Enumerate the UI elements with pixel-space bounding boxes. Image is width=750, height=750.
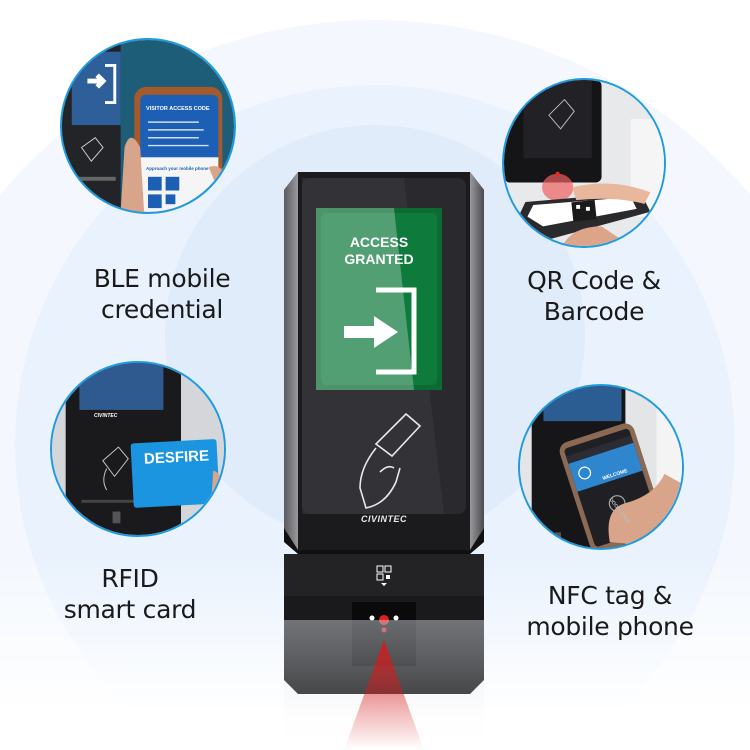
nfc-label-line2: mobile phone (526, 612, 694, 641)
qr-label-line2: Barcode (543, 297, 645, 326)
access-control-reader-device (284, 172, 484, 697)
ble-label-line1: BLE mobile (93, 264, 231, 293)
ble-label: BLE mobile credential (62, 263, 262, 325)
screen-title-line2: GRANTED (344, 251, 414, 267)
rfid-card-illustration (52, 363, 224, 535)
nfc-label-line1: NFC tag & (547, 581, 673, 610)
screen-access-granted: ACCESS GRANTED (316, 234, 442, 268)
ble-feature-image: VISITOR ACCESS CODE Approach your mobile… (60, 38, 236, 214)
qr-feature-image (502, 78, 666, 248)
door-enter-arrow-icon (344, 287, 417, 375)
ble-phone-illustration (62, 40, 234, 212)
qr-scan-illustration (504, 80, 664, 246)
rfid-label-line1: RFID (101, 564, 159, 593)
qr-scan-icon (376, 565, 392, 586)
qr-label: QR Code & Barcode (494, 265, 694, 327)
nfc-label: NFC tag & mobile phone (505, 580, 715, 642)
nfc-phone-illustration (520, 386, 682, 548)
desfire-card-text: DESFIRE (143, 447, 210, 468)
ble-label-line2: credential (101, 295, 223, 324)
rfid-reader-brand: CIVINTEC (94, 413, 118, 419)
screen-title-line1: ACCESS (349, 234, 409, 250)
ble-phone-hint: Approach your mobile phone (146, 166, 209, 171)
rfid-label-line2: smart card (63, 595, 197, 624)
rfid-feature-image: CIVINTEC DESFIRE (50, 361, 226, 537)
device-brand-logo: CIVINTEC (360, 514, 407, 524)
rfid-label: RFID smart card (30, 563, 230, 625)
device-body (284, 172, 484, 694)
ble-phone-title: VISITOR ACCESS CODE (146, 106, 210, 112)
nfc-feature-image: WELCOME DOOR OPEN (518, 384, 684, 550)
qr-label-line1: QR Code & (527, 266, 661, 295)
hand-card-tap-icon (359, 412, 422, 509)
laser-beam (284, 620, 484, 750)
